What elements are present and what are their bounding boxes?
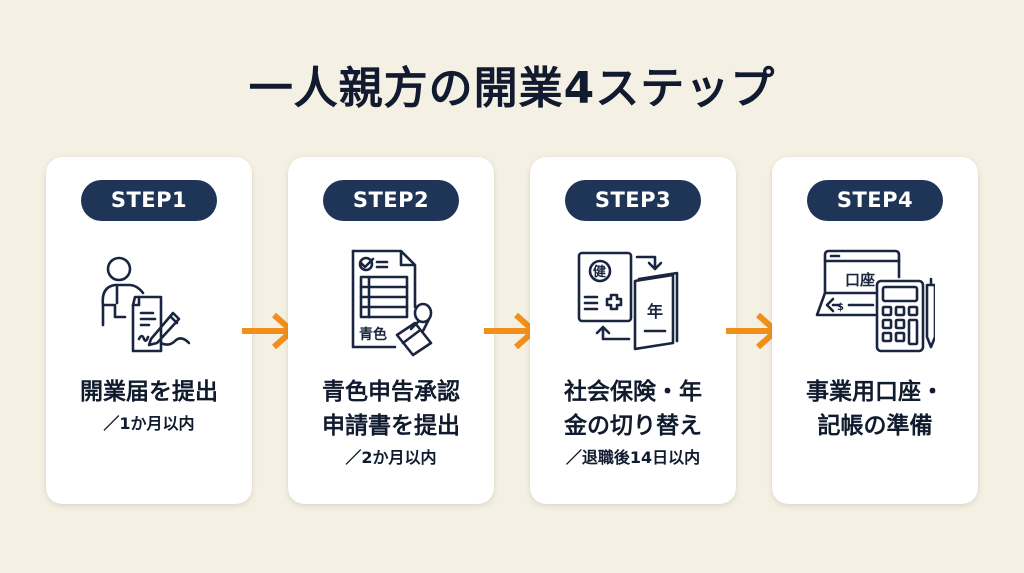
step-badge: STEP3 bbox=[565, 180, 701, 221]
icon-text: 健 bbox=[593, 264, 606, 280]
blue-return-form-stamp-icon: 青色 bbox=[331, 247, 451, 357]
icon-text: $ bbox=[837, 302, 844, 313]
step-badge: STEP4 bbox=[807, 180, 943, 221]
step-title-line: 金の切り替え bbox=[564, 413, 702, 439]
step-label: 開業届を提出 ／1か月以内 bbox=[46, 375, 252, 439]
step-badge: STEP1 bbox=[81, 180, 217, 221]
step-title-line: 記帳の準備 bbox=[817, 413, 933, 439]
step-title-line: 青色申告承認 bbox=[322, 379, 460, 405]
step-title-line: 社会保険・年 bbox=[564, 379, 702, 405]
step-card-1: STEP1 開業届を提出 ／1か月以内 bbox=[46, 157, 252, 504]
step-deadline: ／退職後14日以内 bbox=[565, 448, 701, 467]
icon-text: 年 bbox=[647, 302, 663, 321]
step-deadline: ／1か月以内 bbox=[103, 414, 195, 433]
step-badge: STEP2 bbox=[323, 180, 459, 221]
step-label: 青色申告承認 申請書を提出 ／2か月以内 bbox=[288, 375, 494, 473]
person-signing-document-icon bbox=[89, 247, 209, 357]
step-label: 事業用口座・ 記帳の準備 bbox=[772, 375, 978, 443]
icon-text: 口座 bbox=[845, 271, 875, 289]
step-deadline: ／2か月以内 bbox=[345, 448, 437, 467]
step-card-3: STEP3 健 年 社会保険・年 金の切り替え ／退職後14日以内 bbox=[530, 157, 736, 504]
step-title-line: 開業届を提出 bbox=[80, 379, 218, 405]
step-label: 社会保険・年 金の切り替え ／退職後14日以内 bbox=[530, 375, 736, 473]
icon-text: 青色 bbox=[359, 326, 387, 343]
bank-account-calculator-icon: 口座 $ bbox=[815, 247, 937, 357]
step-card-2: STEP2 青色 青色申告承認 申請書を提出 ／2か月以内 bbox=[288, 157, 494, 504]
step-card-4: STEP4 口座 $ 事業用口座・ 記帳の準備 bbox=[772, 157, 978, 504]
insurance-pension-switch-icon: 健 年 bbox=[573, 247, 693, 357]
step-title-line: 申請書を提出 bbox=[322, 413, 460, 439]
step-title-line: 事業用口座・ bbox=[806, 379, 944, 405]
page-title: 一人親方の開業4ステップ bbox=[248, 63, 776, 114]
